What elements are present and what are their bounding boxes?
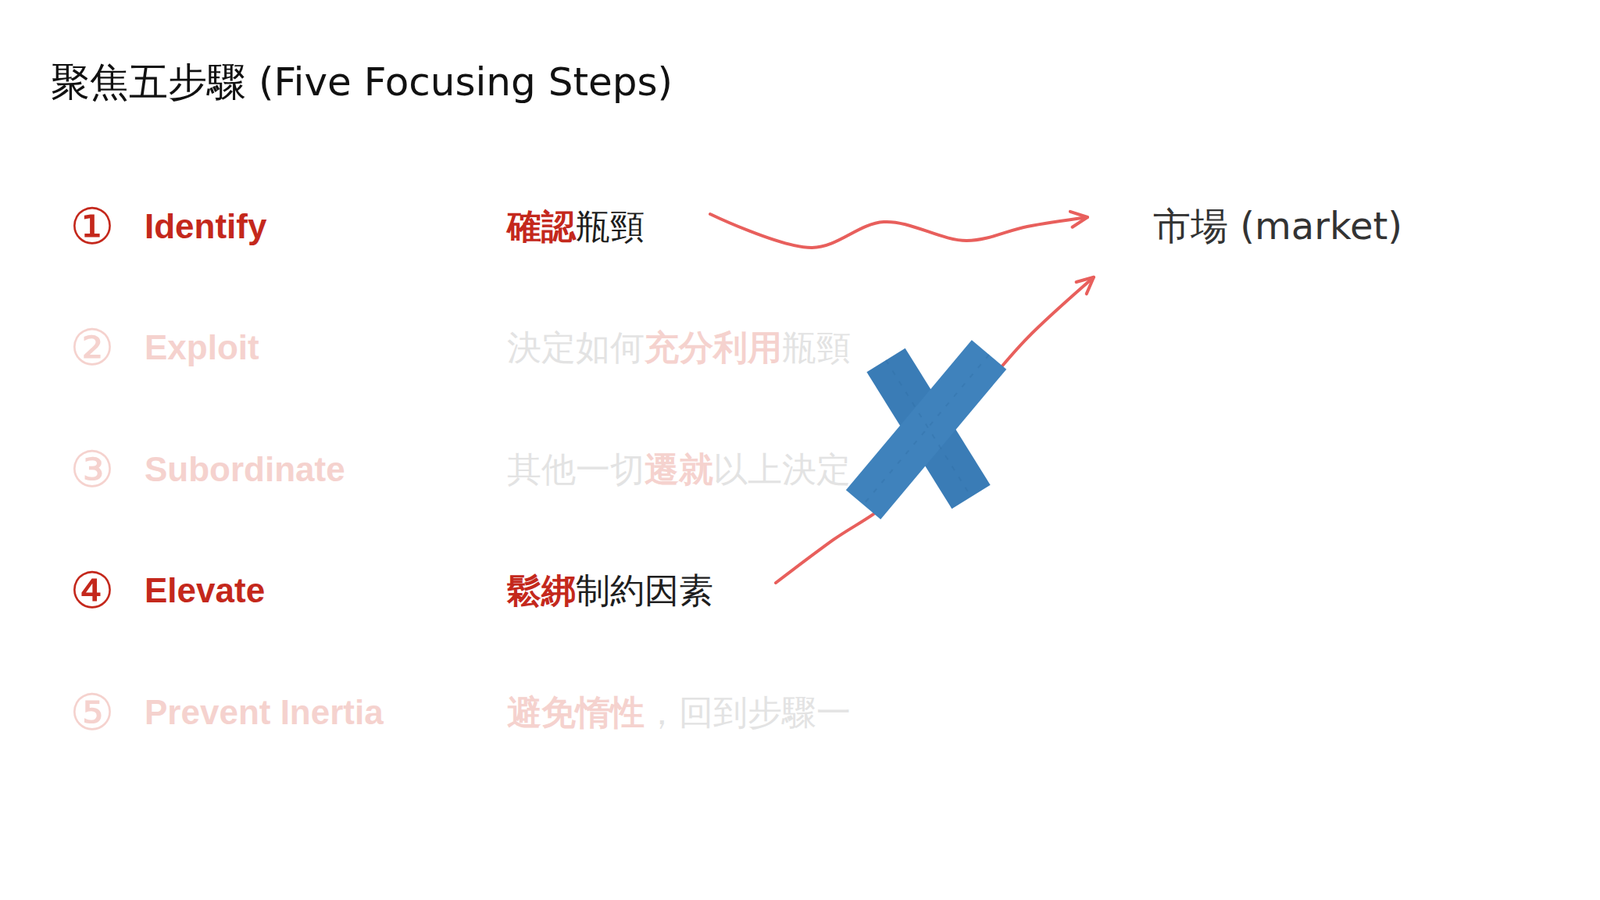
- step-description: ，回到步驟一: [644, 692, 851, 733]
- step-row-text: Exploit: [144, 327, 260, 369]
- hand-drawn-arrow: [775, 277, 1094, 583]
- tape-texture: [863, 354, 990, 505]
- diagram-title: 聚焦五步驟 (Five Focusing Steps): [50, 58, 673, 106]
- node-text: 制約因素: [575, 570, 714, 611]
- step-row-text: ①: [69, 201, 115, 252]
- step-description: 遷就: [644, 449, 714, 490]
- step-description: 確認瓶頸: [503, 203, 648, 251]
- hand-drawn-arrow: [710, 214, 1088, 248]
- step-row-text: Prevent Inertia: [144, 692, 384, 734]
- step-row-text: 其他一切遷就以上決定: [507, 449, 851, 491]
- step-name: Exploit: [144, 328, 260, 367]
- step-row-text: ③: [69, 444, 115, 495]
- step-description: 其他一切: [507, 449, 645, 490]
- market-label: 市場 (market): [1150, 200, 1406, 253]
- step-number: ①: [69, 197, 115, 256]
- step-row-text: Elevate: [144, 570, 265, 612]
- node-text: 瓶頸: [575, 206, 645, 247]
- step-row-text: ②: [69, 322, 115, 373]
- step-name: Prevent Inertia: [144, 692, 384, 732]
- step-row-text: Subordinate: [144, 449, 346, 491]
- step-row-text: 避免惰性，回到步驟一: [507, 692, 851, 734]
- step-description: 避免惰性: [507, 692, 645, 733]
- step-name: Subordinate: [144, 450, 346, 489]
- step-number: ③: [69, 440, 115, 499]
- step-description: 瓶頸: [782, 327, 851, 368]
- step-row-text: ⑤: [69, 687, 115, 738]
- node-text: 確認: [507, 206, 576, 247]
- step-row-text: ④: [69, 565, 115, 616]
- step-name: Elevate: [144, 571, 265, 610]
- step-description: 鬆綁制約因素: [503, 567, 717, 615]
- blue-tape-cross: [863, 354, 990, 505]
- step-number: ⑤: [69, 683, 115, 742]
- step-name: Identify: [144, 207, 267, 246]
- step-number: ②: [69, 318, 115, 377]
- node-text: 市場 (market): [1153, 203, 1403, 248]
- step-row-text: Identify: [144, 206, 267, 248]
- tape-texture: [885, 360, 972, 497]
- step-row-text: 決定如何充分利用瓶頸: [507, 327, 851, 369]
- step-description: 以上決定: [713, 449, 851, 490]
- step-number: ④: [69, 561, 115, 620]
- step-description: 充分利用: [644, 327, 783, 368]
- tape-strip: [863, 354, 990, 505]
- step-description: 決定如何: [507, 327, 645, 368]
- node-text: 鬆綁: [507, 570, 576, 611]
